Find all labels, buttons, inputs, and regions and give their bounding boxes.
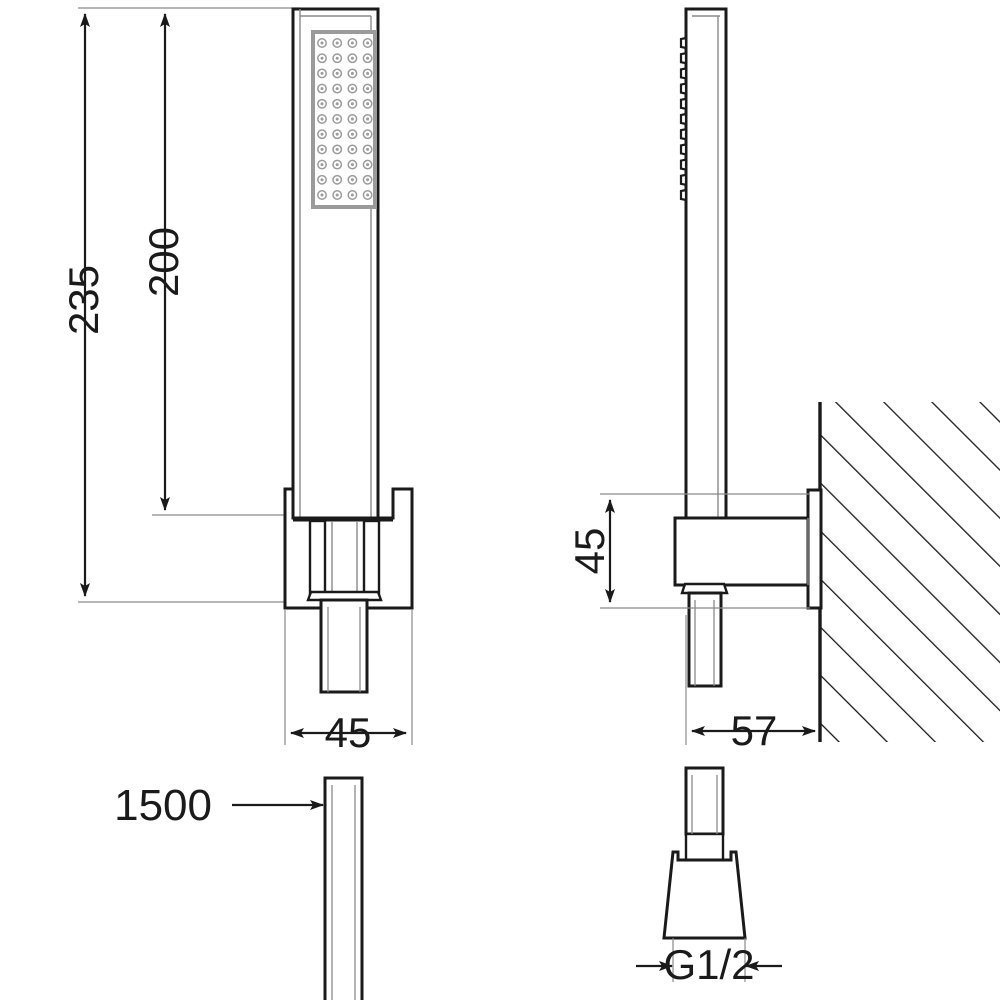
side-nozzle-bump-icon bbox=[679, 51, 688, 65]
front-view-group: 235 200 bbox=[60, 7, 414, 756]
dim-1500: 1500 bbox=[114, 781, 324, 830]
side-nozzle-bump-icon bbox=[679, 67, 688, 80]
side-nozzle-bump-icon bbox=[679, 127, 688, 141]
hose-end-step bbox=[684, 832, 725, 862]
hose-end-view: G1/2 bbox=[636, 766, 782, 988]
nozzle-center-icon bbox=[335, 178, 339, 182]
nozzle-center-icon bbox=[350, 71, 354, 75]
nozzle-grid bbox=[317, 38, 373, 200]
holder-internal-thin bbox=[331, 521, 358, 596]
side-nozzle-bump-icon bbox=[679, 173, 688, 187]
dim-57: 57 bbox=[691, 707, 816, 754]
side-nozzle-bump-icon bbox=[679, 143, 688, 156]
bracket-body bbox=[673, 516, 810, 587]
dim-45-side: 45 bbox=[566, 499, 615, 603]
side-handset-outline bbox=[684, 7, 728, 520]
side-view-group: 45 57 bbox=[566, 7, 1000, 754]
holder-slot-right bbox=[362, 519, 381, 598]
nozzle-center-icon bbox=[350, 132, 354, 136]
nozzle-center-icon bbox=[320, 132, 324, 136]
nozzle-center-icon bbox=[350, 41, 354, 45]
nozzle-center-icon bbox=[320, 87, 324, 91]
dim-45-front-label: 45 bbox=[325, 709, 372, 756]
nozzle-center-icon bbox=[366, 178, 370, 182]
nozzle-center-icon bbox=[320, 163, 324, 167]
nozzle-center-icon bbox=[320, 41, 324, 45]
wall-hatching bbox=[820, 402, 1000, 742]
nozzle-center-icon bbox=[350, 87, 354, 91]
side-nozzle-bump-icon bbox=[679, 188, 688, 202]
nozzle-center-icon bbox=[320, 56, 324, 60]
nozzle-center-icon bbox=[335, 117, 339, 121]
nozzle-center-icon bbox=[335, 41, 339, 45]
side-nozzle-bump-icon bbox=[679, 158, 688, 171]
side-stem-outline bbox=[687, 591, 723, 688]
dim-g12: G1/2 bbox=[636, 941, 782, 988]
dim-1500-label: 1500 bbox=[114, 781, 212, 830]
holder-internal-slots bbox=[308, 519, 381, 598]
nozzle-center-icon bbox=[335, 71, 339, 75]
nozzle-center-icon bbox=[350, 178, 354, 182]
side-extension-lines bbox=[600, 493, 810, 745]
dim-57-label: 57 bbox=[731, 707, 778, 754]
wall bbox=[818, 402, 1000, 742]
nozzle-center-icon bbox=[335, 102, 339, 106]
dim-200: 200 bbox=[140, 13, 187, 511]
nozzle-center-icon bbox=[320, 71, 324, 75]
hose-outline bbox=[323, 776, 364, 1000]
nozzle-center-icon bbox=[335, 56, 339, 60]
nozzle-center-icon bbox=[350, 193, 354, 197]
nozzle-center-icon bbox=[350, 163, 354, 167]
nozzle-center-icon bbox=[335, 132, 339, 136]
dim-200-label: 200 bbox=[140, 227, 187, 297]
side-nozzle-bump-icon bbox=[679, 82, 688, 95]
wall-plate bbox=[806, 488, 823, 610]
nozzle-center-icon bbox=[366, 41, 370, 45]
nozzle-center-icon bbox=[335, 163, 339, 167]
nozzle-center-icon bbox=[350, 102, 354, 106]
nozzle-center-icon bbox=[366, 132, 370, 136]
nozzle-center-icon bbox=[320, 117, 324, 121]
nozzle-center-icon bbox=[350, 147, 354, 151]
nozzle-center-icon bbox=[320, 102, 324, 106]
nozzle-center-icon bbox=[366, 102, 370, 106]
nozzle-center-icon bbox=[350, 56, 354, 60]
nozzle-center-icon bbox=[366, 193, 370, 197]
nozzle-center-icon bbox=[320, 193, 324, 197]
front-stem bbox=[306, 590, 383, 694]
nozzle-center-icon bbox=[366, 147, 370, 151]
front-extension-lines bbox=[78, 7, 413, 745]
nozzle-center-icon bbox=[320, 147, 324, 151]
dim-45-side-label: 45 bbox=[566, 528, 613, 575]
nozzle-center-icon bbox=[366, 163, 370, 167]
nozzle-center-icon bbox=[366, 87, 370, 91]
nozzle-center-icon bbox=[350, 117, 354, 121]
side-stem bbox=[680, 582, 729, 688]
side-nozzle-bump-icon bbox=[679, 97, 688, 111]
dim-235-label: 235 bbox=[60, 265, 107, 335]
nozzle-center-icon bbox=[366, 71, 370, 75]
hose-front-view: 1500 bbox=[114, 776, 364, 1000]
nozzle-center-icon bbox=[366, 117, 370, 121]
nozzle-center-icon bbox=[320, 178, 324, 182]
side-nozzle-bumps bbox=[679, 36, 688, 202]
stem-outline bbox=[319, 598, 369, 694]
nozzle-center-icon bbox=[335, 147, 339, 151]
dim-45-front: 45 bbox=[290, 709, 407, 756]
side-nozzle-bump-icon bbox=[679, 112, 688, 126]
nozzle-center-icon bbox=[335, 87, 339, 91]
nozzle-center-icon bbox=[366, 56, 370, 60]
side-handset-body bbox=[684, 7, 728, 520]
dim-g12-label: G1/2 bbox=[663, 941, 754, 988]
holder-slot-left bbox=[308, 519, 327, 598]
nozzle-center-icon bbox=[335, 193, 339, 197]
hose-end-connector bbox=[662, 850, 747, 940]
g12-extension-lines bbox=[672, 938, 746, 982]
side-nozzle-bump-icon bbox=[679, 36, 688, 50]
side-bracket bbox=[673, 488, 823, 610]
dim-235: 235 bbox=[60, 13, 107, 597]
